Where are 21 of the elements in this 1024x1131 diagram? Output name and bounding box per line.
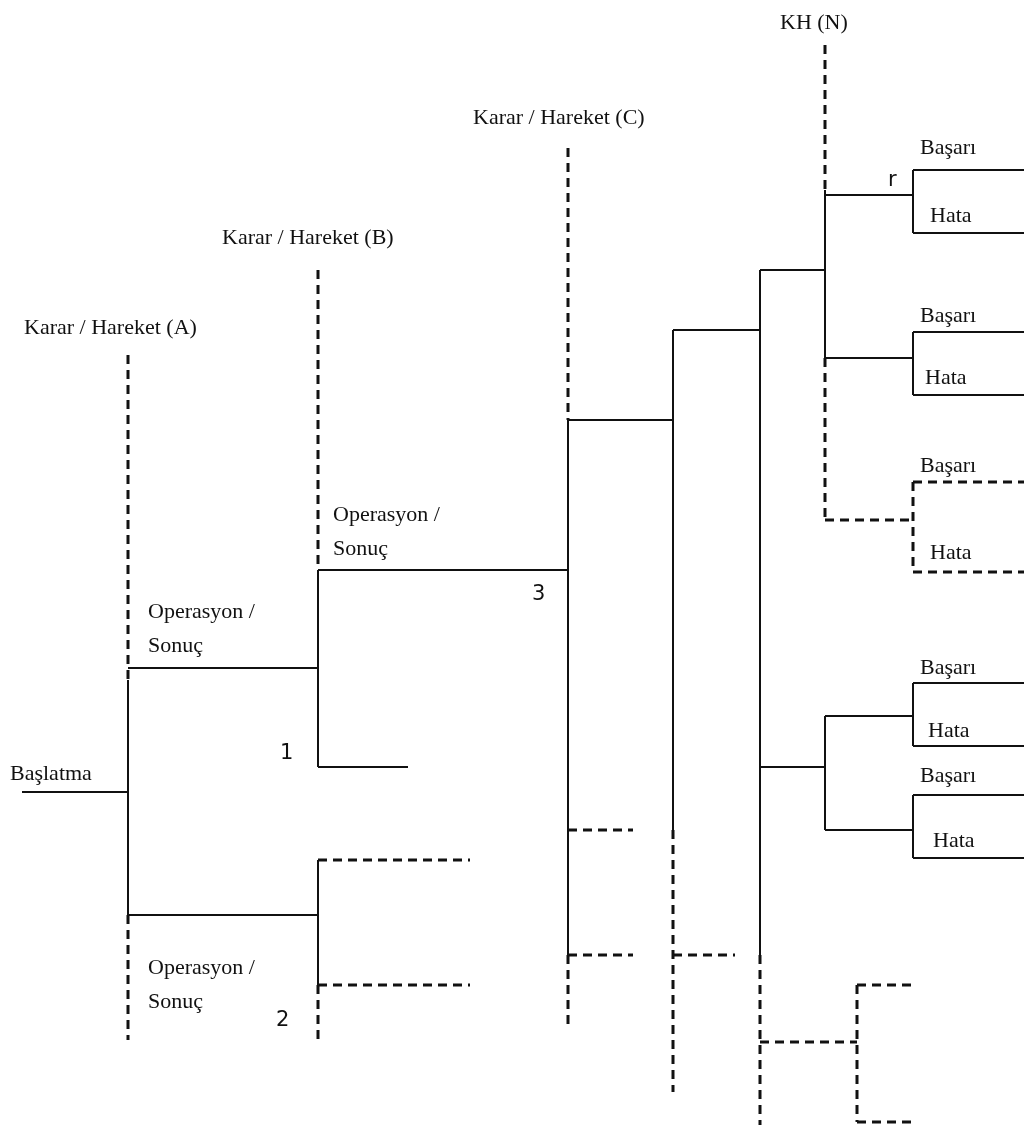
branch-label: Operasyon / Sonuç [148,597,256,659]
decision-heading: KH (N) [780,8,848,36]
outcome-label: Başlatma [10,759,92,787]
node-number: 3 [532,580,546,607]
node-number: r [888,166,897,193]
decision-heading: Karar / Hareket (A) [24,313,197,341]
node-number: 1 [280,739,294,766]
outcome-label: Hata [930,538,972,566]
node-number: 2 [276,1006,290,1033]
outcome-label: Hata [925,363,967,391]
decision-heading: Karar / Hareket (B) [222,223,394,251]
outcome-label: Başarı [920,133,977,161]
outcome-label: Hata [928,716,970,744]
outcome-label: Başarı [920,653,977,681]
outcome-label: Başarı [920,451,977,479]
outcome-label: Başarı [920,761,977,789]
outcome-label: Hata [933,826,975,854]
outcome-label: Hata [930,201,972,229]
decision-heading: Karar / Hareket (C) [473,103,645,131]
branch-label: Operasyon / Sonuç [333,500,441,562]
outcome-label: Başarı [920,301,977,329]
